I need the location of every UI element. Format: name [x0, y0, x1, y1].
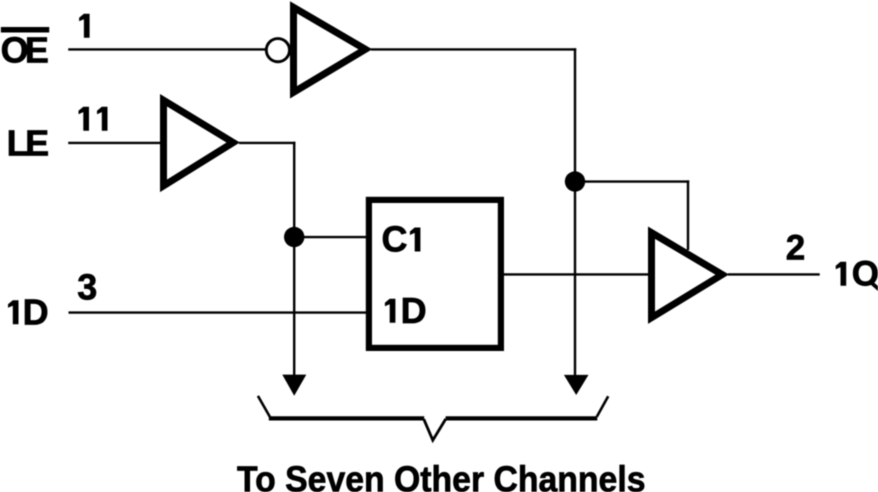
- svg-text:D: D: [401, 290, 427, 331]
- svg-text:2: 2: [786, 229, 805, 268]
- svg-text:D: D: [23, 291, 49, 332]
- svg-text:3: 3: [77, 267, 97, 308]
- svg-text:O: O: [852, 255, 878, 294]
- svg-text:C: C: [382, 218, 408, 259]
- svg-text:OE: OE: [1, 30, 49, 71]
- svg-text:To Seven Other Channels: To Seven Other Channels: [237, 459, 646, 492]
- svg-text:LE: LE: [7, 123, 50, 164]
